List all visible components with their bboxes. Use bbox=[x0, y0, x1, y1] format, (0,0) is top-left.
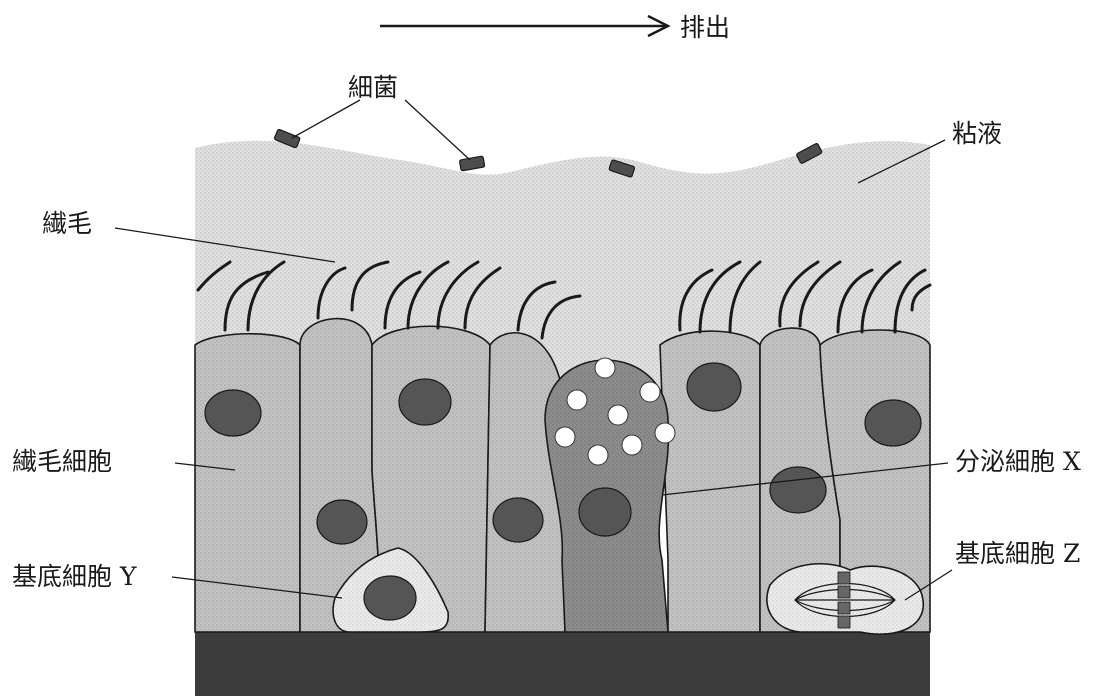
nucleus bbox=[865, 400, 921, 446]
basal-cell-y-label: 基底細胞 Y bbox=[12, 562, 137, 591]
nucleus bbox=[399, 379, 451, 425]
excretion-arrow bbox=[380, 16, 668, 36]
ciliated-cell bbox=[195, 334, 300, 632]
nucleus bbox=[770, 467, 826, 513]
basal-cell-z-label: 基底細胞 Z bbox=[955, 539, 1080, 568]
bacteria-leader-1 bbox=[292, 100, 360, 138]
nucleus bbox=[205, 390, 261, 436]
cilia-label: 繊毛 bbox=[42, 209, 92, 238]
nucleus bbox=[317, 500, 367, 544]
excretion-label: 排出 bbox=[680, 13, 730, 42]
ciliated-cell-label: 繊毛細胞 bbox=[12, 447, 112, 476]
bacteria-leader-2 bbox=[405, 100, 470, 160]
basement-membrane bbox=[195, 632, 930, 696]
secretory-cell-label: 分泌細胞 X bbox=[955, 447, 1081, 476]
mucus-label: 粘液 bbox=[952, 119, 1002, 148]
bacterium bbox=[459, 156, 485, 171]
nucleus bbox=[493, 498, 543, 542]
nucleus bbox=[687, 363, 741, 411]
bacteria-label: 細菌 bbox=[348, 73, 398, 102]
nucleus bbox=[579, 488, 631, 536]
nucleus bbox=[364, 576, 416, 620]
